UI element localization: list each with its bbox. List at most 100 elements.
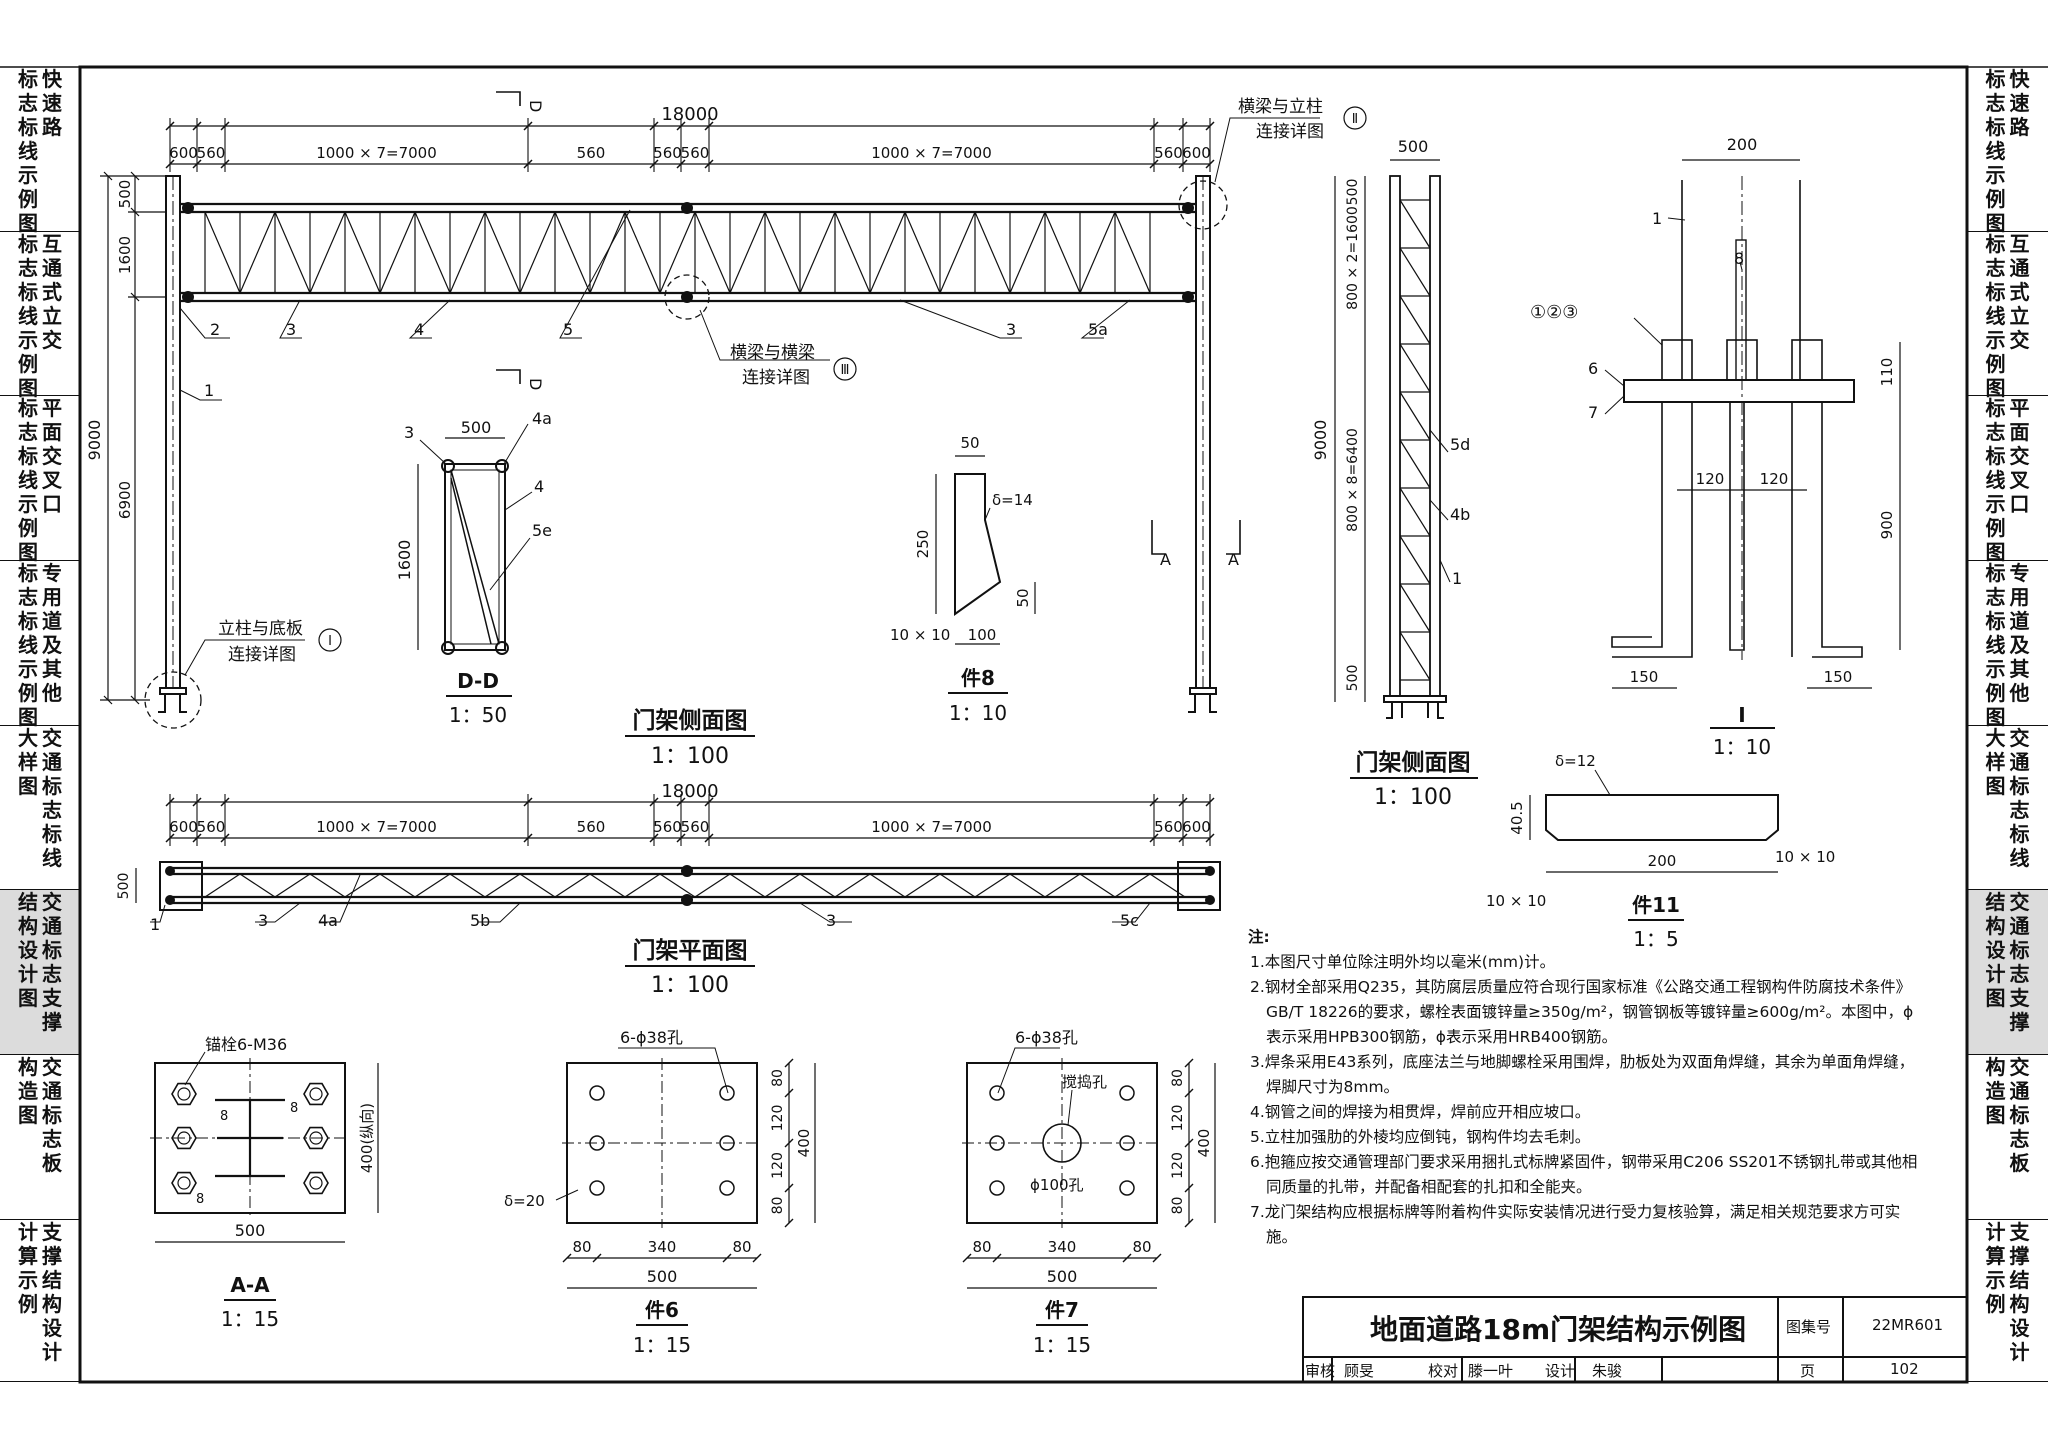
drawing-title: 地面道路18m门架结构示例图: [1370, 1313, 1747, 1346]
svg-text:δ=20: δ=20: [504, 1192, 545, 1210]
index-tab-2[interactable]: 标志标线示例图互通式立交: [0, 232, 80, 400]
front-view-scale: 1：100: [651, 744, 729, 769]
segment-dim: 560: [653, 144, 682, 162]
anchor-bolt-nut: [171, 1126, 197, 1150]
svg-text:200: 200: [1648, 852, 1677, 870]
svg-text:8: 8: [196, 1192, 204, 1207]
index-tab-category: 结构设计图: [18, 890, 38, 1010]
svg-text:10 × 10: 10 × 10: [1486, 892, 1546, 910]
svg-text:40.5: 40.5: [1508, 801, 1526, 834]
bolt-hole: [1119, 1085, 1135, 1101]
index-tab-category: 标志标线示例图: [18, 396, 38, 564]
svg-text:500: 500: [1398, 137, 1429, 156]
notes-block: 注: 1.本图尺寸单位除注明外均以毫米(mm)计。2.钢材全部采用Q235，其防…: [1248, 925, 1920, 1250]
svg-text:8: 8: [290, 1101, 298, 1116]
atlas-label: 图集号: [1786, 1318, 1832, 1336]
index-tab-subject: 专用道及其他: [42, 561, 62, 705]
svg-text:9000: 9000: [85, 420, 104, 461]
svg-text:1600: 1600: [116, 236, 134, 274]
side-view-title: 门架侧面图: [1356, 749, 1471, 776]
index-tab-6[interactable]: 结构设计图交通标志支撑: [0, 890, 80, 1055]
segment-dim: 560: [653, 818, 682, 836]
segment-dim: 1000 × 7=7000: [871, 818, 992, 836]
svg-text:1: 1: [204, 381, 214, 400]
segment-dim: 600: [1182, 144, 1211, 162]
index-tab-category: 大样图: [18, 726, 38, 798]
index-tab-subject: 专用道及其他: [2009, 561, 2030, 705]
svg-text:150: 150: [1630, 668, 1659, 686]
svg-text:200: 200: [1727, 135, 1758, 154]
svg-text:4b: 4b: [1450, 505, 1470, 524]
dd-scale: 1：50: [449, 703, 507, 727]
svg-text:9000: 9000: [1311, 420, 1330, 461]
note-item: 5.立柱加强肋的外棱均应倒钝，钢构件均去毛刺。: [1250, 1128, 1591, 1146]
index-tab-2[interactable]: 标志标线示例图互通式立交: [1967, 232, 2048, 400]
plan-view-title: 门架平面图: [633, 937, 748, 964]
right-base: [1188, 687, 1217, 713]
bolt-hole: [589, 1085, 605, 1101]
index-tab-3[interactable]: 标志标线示例图平面交叉口: [0, 396, 80, 564]
plate-b-dim: 340: [648, 1238, 677, 1256]
svg-text:400(纵向): 400(纵向): [358, 1103, 376, 1173]
plate-b-dim: 80: [572, 1238, 591, 1256]
index-tab-4[interactable]: 标志标线示例图专用道及其他: [1967, 561, 2048, 729]
index-tab-subject: 快速路: [2009, 67, 2030, 139]
anchor-bolt-nut: [303, 1171, 329, 1195]
index-tab-category: 标志标线示例图: [18, 561, 38, 729]
section-d-top: D: [526, 100, 545, 112]
svg-text:6: 6: [1588, 359, 1598, 378]
svg-text:500: 500: [116, 180, 134, 209]
svg-text:500: 500: [1345, 665, 1361, 692]
index-tab-subject: 交通标志标线: [2009, 726, 2030, 870]
svg-text:5a: 5a: [1088, 320, 1108, 339]
index-tab-7[interactable]: 构造图交通标志板: [1967, 1055, 2048, 1220]
part7-scale: 1：15: [1033, 1333, 1091, 1357]
svg-text:6-ϕ38孔: 6-ϕ38孔: [620, 1028, 683, 1047]
index-tab-8[interactable]: 计算示例支撑结构设计: [1967, 1220, 2048, 1382]
index-tab-1[interactable]: 标志标线示例图快速路: [0, 67, 80, 235]
svg-text:3: 3: [286, 320, 296, 339]
side-base: [1383, 695, 1447, 719]
review-label: 审核: [1305, 1362, 1336, 1380]
index-tab-category: 标志标线示例图: [18, 232, 38, 400]
index-tab-subject: 交通标志板: [42, 1055, 62, 1175]
index-tab-category: 标志标线示例图: [1985, 396, 2006, 564]
svg-text:5e: 5e: [532, 521, 552, 540]
segment-dim: 560: [1154, 818, 1183, 836]
index-tab-8[interactable]: 计算示例支撑结构设计: [0, 1220, 80, 1382]
index-tab-5[interactable]: 大样图交通标志标线: [0, 726, 80, 890]
svg-text:6900: 6900: [116, 481, 134, 519]
index-tab-4[interactable]: 标志标线示例图专用道及其他: [0, 561, 80, 729]
index-tab-subject: 互通式立交: [42, 232, 62, 352]
part6-scale: 1：15: [633, 1333, 691, 1357]
svg-text:连接详图: 连接详图: [1256, 122, 1324, 142]
index-tab-5[interactable]: 大样图交通标志标线: [1967, 726, 2048, 890]
svg-text:Ⅲ: Ⅲ: [841, 363, 850, 378]
page-number: 102: [1890, 1360, 1919, 1378]
index-tab-6[interactable]: 结构设计图交通标志支撑: [1967, 890, 2048, 1055]
svg-text:8: 8: [1734, 249, 1744, 268]
svg-text:5c: 5c: [1120, 911, 1139, 930]
svg-text:锚栓6-M36: 锚栓6-M36: [205, 1035, 287, 1054]
note-item: 2.钢材全部采用Q235，其防腐层质量应符合现行国家标准《公路交通工程钢构件防腐…: [1250, 978, 1914, 1046]
segment-dim: 1000 × 7=7000: [316, 818, 437, 836]
section-a-right: A: [1228, 550, 1239, 569]
svg-text:5: 5: [563, 320, 573, 339]
svg-text:150: 150: [1824, 668, 1853, 686]
index-tab-7[interactable]: 构造图交通标志板: [0, 1055, 80, 1220]
index-tab-category: 标志标线示例图: [18, 67, 38, 235]
gantry-side-view: 500 9000 500 800 × 2=1600 800 × 8=6400 5…: [1311, 137, 1478, 810]
index-tab-3[interactable]: 标志标线示例图平面交叉口: [1967, 396, 2048, 564]
svg-text:1: 1: [1452, 569, 1462, 588]
dd-title: D-D: [457, 669, 499, 693]
index-tab-1[interactable]: 标志标线示例图快速路: [1967, 67, 2048, 235]
detail-iii-label: 横梁与横梁: [730, 343, 815, 363]
anchor-bolt-nut: [303, 1126, 329, 1150]
index-tab-subject: 支撑结构设计: [2009, 1220, 2030, 1364]
svg-text:120: 120: [1760, 470, 1789, 488]
svg-text:4a: 4a: [318, 911, 338, 930]
